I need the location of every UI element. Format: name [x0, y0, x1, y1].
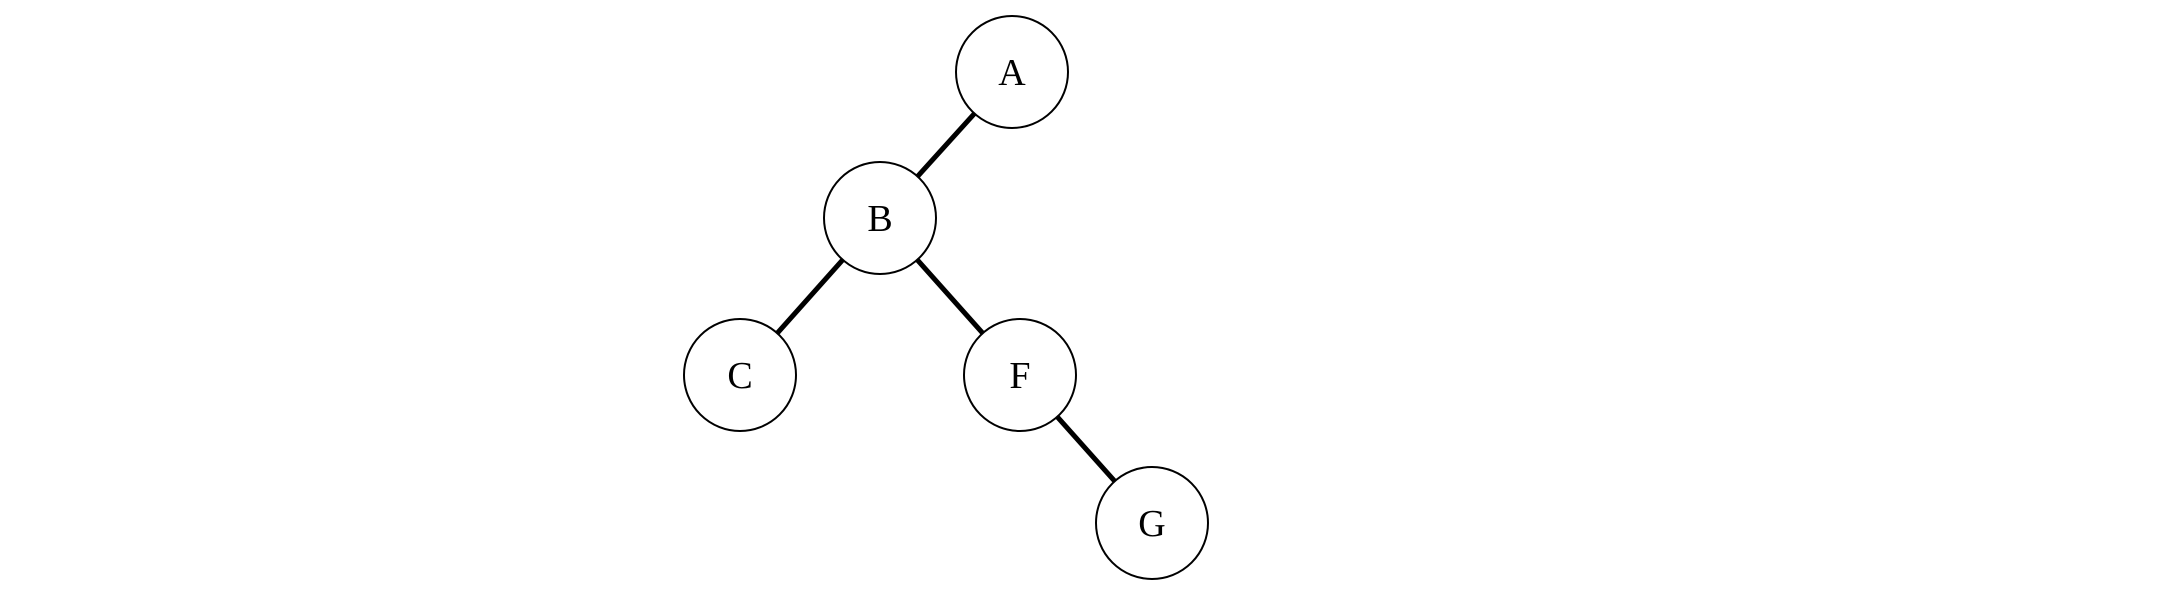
graph-edge-b-c	[775, 258, 845, 335]
graph-node-a[interactable]: A	[955, 15, 1069, 129]
node-circle-g[interactable]	[1095, 466, 1209, 580]
graph-edge-a-b	[915, 111, 977, 179]
nodes-layer: A B C F G	[683, 15, 1209, 580]
node-label-b: B	[867, 198, 892, 240]
node-circle-c[interactable]	[683, 318, 797, 432]
node-label-c: C	[727, 355, 752, 397]
node-label-f: F	[1009, 355, 1030, 397]
edges-layer	[775, 111, 1117, 483]
graph-node-f[interactable]: F	[963, 318, 1077, 432]
node-circle-f[interactable]	[963, 318, 1077, 432]
node-label-g: G	[1138, 503, 1165, 545]
graph-edge-b-f	[915, 258, 985, 335]
graph-edge-f-g	[1055, 415, 1117, 483]
node-circle-b[interactable]	[823, 161, 937, 275]
graph-node-c[interactable]: C	[683, 318, 797, 432]
graph-node-g[interactable]: G	[1095, 466, 1209, 580]
node-label-a: A	[998, 52, 1026, 94]
graph-node-b[interactable]: B	[823, 161, 937, 275]
node-circle-a[interactable]	[955, 15, 1069, 129]
